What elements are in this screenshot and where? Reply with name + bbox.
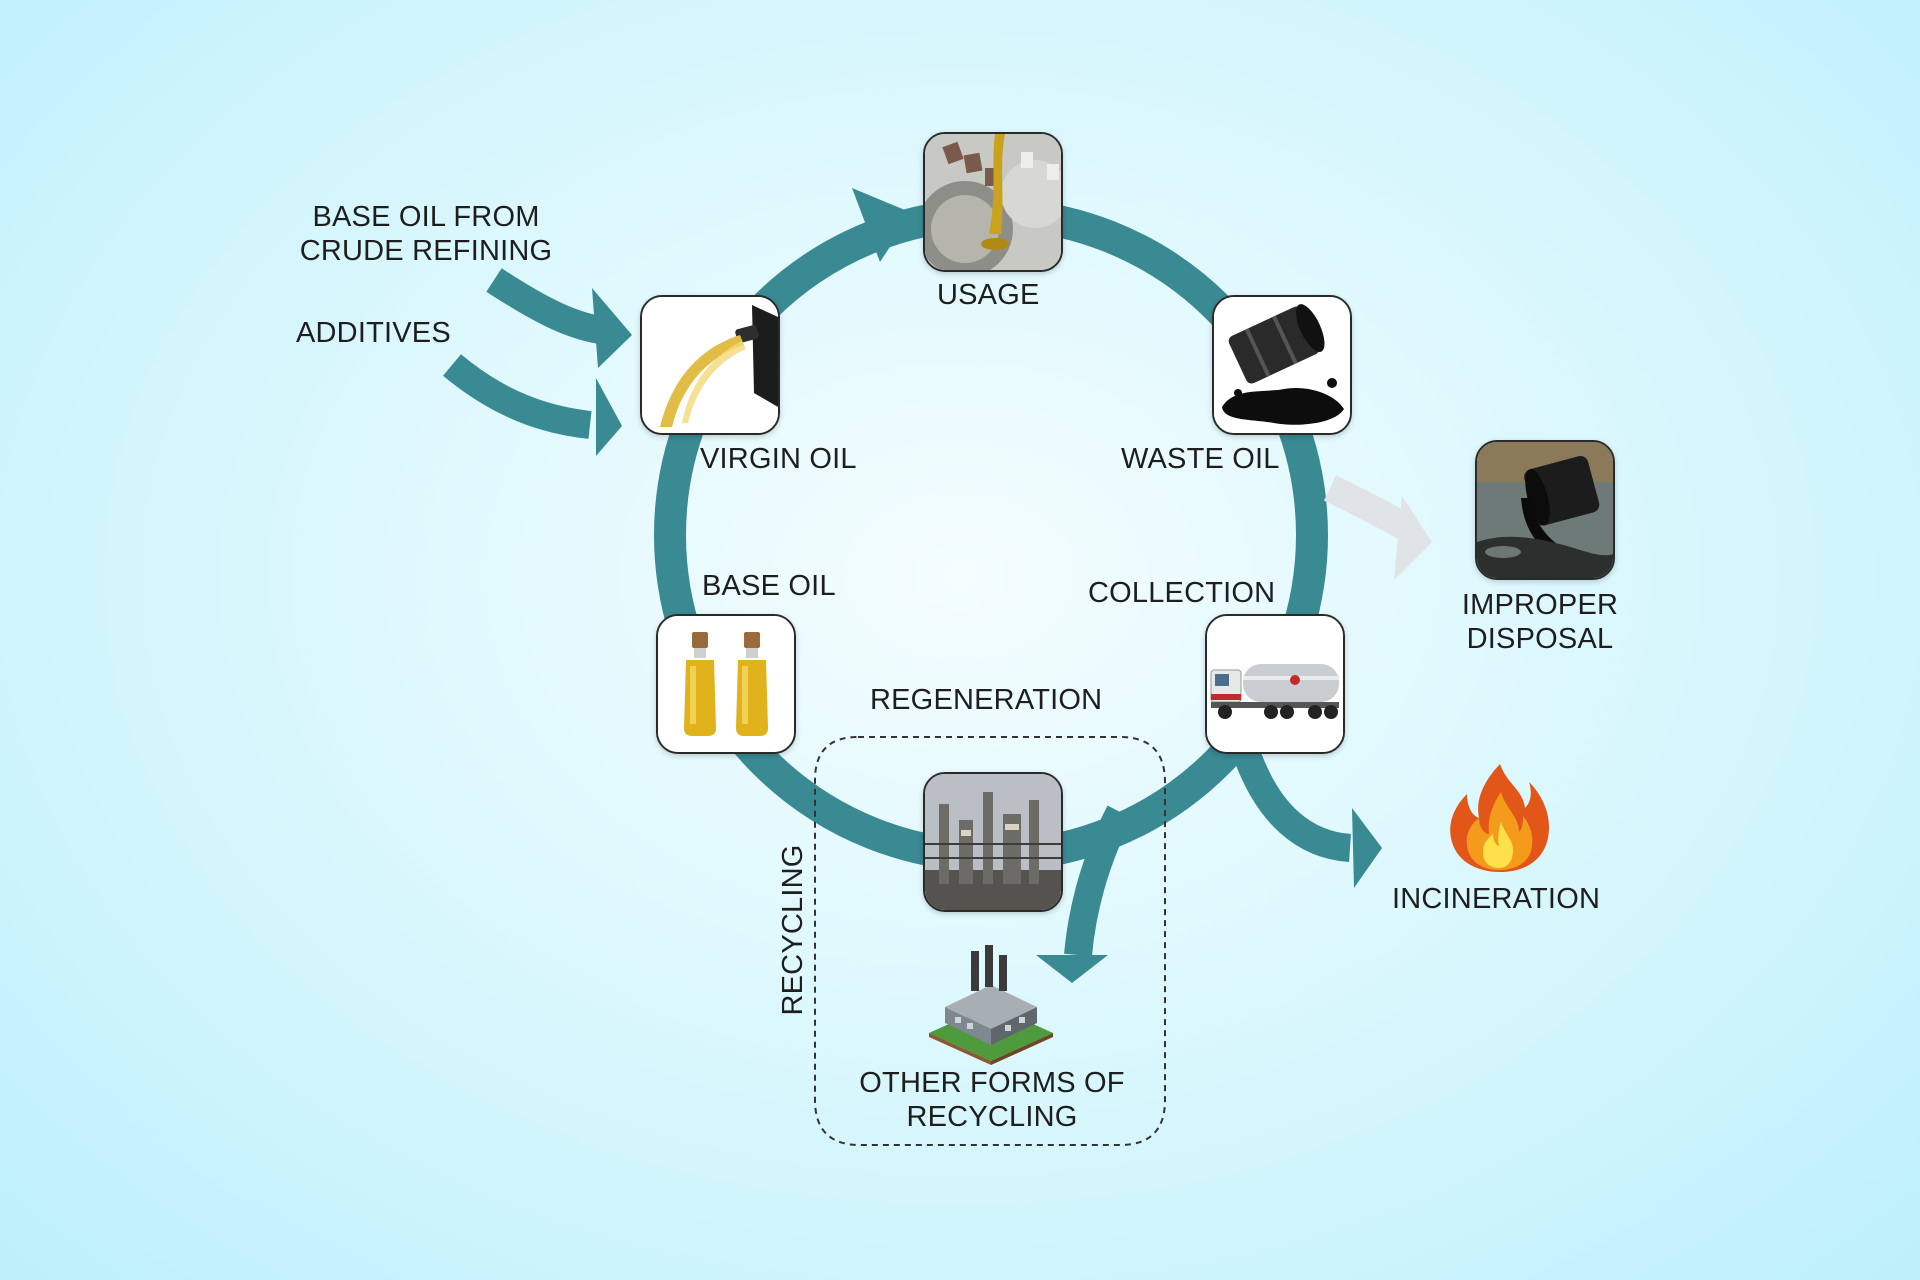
collection-tile bbox=[1205, 614, 1345, 754]
collection-label: COLLECTION bbox=[1088, 577, 1276, 609]
additives-input-arrow bbox=[443, 354, 592, 439]
other-forms-line2: RECYCLING bbox=[906, 1101, 1078, 1133]
base-oil-from-line2: CRUDE REFINING bbox=[299, 235, 553, 267]
recycling-dashed-box bbox=[814, 736, 1166, 1146]
tanker-truck-icon bbox=[1207, 616, 1343, 752]
improper-disposal-label: IMPROPER DISPOSAL bbox=[1440, 588, 1640, 656]
virgin-oil-tile bbox=[640, 295, 780, 435]
regeneration-label: REGENERATION bbox=[870, 684, 1103, 716]
base-oil-from-label: BASE OIL FROM CRUDE REFINING bbox=[290, 200, 562, 268]
polluted-barrel-icon bbox=[1477, 442, 1613, 578]
improper-disposal-arrow bbox=[1323, 475, 1418, 543]
fire-icon-graphic bbox=[1450, 764, 1549, 872]
base-oil-input-arrowhead bbox=[592, 288, 632, 368]
additives-label: ADDITIVES bbox=[296, 317, 451, 349]
factory-icon-graphic bbox=[929, 945, 1053, 1065]
refinery-icon bbox=[925, 774, 1061, 910]
virgin-oil-label: VIRGIN OIL bbox=[700, 443, 857, 475]
spilled-barrel-icon bbox=[1214, 297, 1350, 433]
waste-oil-tile bbox=[1212, 295, 1352, 435]
improper-disposal-line1: IMPROPER bbox=[1461, 589, 1619, 621]
other-forms-arrow bbox=[1064, 805, 1133, 957]
other-forms-line1: OTHER FORMS OF bbox=[859, 1067, 1125, 1099]
usage-label: USAGE bbox=[937, 279, 1040, 311]
incineration-arrow bbox=[1232, 747, 1352, 862]
regeneration-tile bbox=[923, 772, 1063, 912]
cycle-arrowhead bbox=[852, 188, 912, 262]
improper-disposal-arrowhead bbox=[1394, 496, 1432, 580]
base-oil-label: BASE OIL bbox=[702, 570, 836, 602]
pouring-oil-icon bbox=[642, 297, 778, 433]
base-oil-from-line1: BASE OIL FROM bbox=[312, 201, 540, 233]
usage-tile bbox=[923, 132, 1063, 272]
incineration-label: INCINERATION bbox=[1392, 883, 1601, 915]
recycling-vertical-label: RECYCLING bbox=[777, 844, 809, 1016]
other-forms-label: OTHER FORMS OF RECYCLING bbox=[850, 1066, 1134, 1134]
gears-oil-icon bbox=[925, 134, 1061, 270]
factory-icon bbox=[925, 945, 1057, 1065]
waste-oil-label: WASTE OIL bbox=[1121, 443, 1280, 475]
improper-disposal-line2: DISPOSAL bbox=[1466, 623, 1614, 655]
base-oil-input-arrow bbox=[486, 268, 603, 344]
additives-input-arrowhead bbox=[596, 378, 622, 456]
fire-icon bbox=[1445, 762, 1555, 874]
improper-disposal-tile bbox=[1475, 440, 1615, 580]
base-oil-tile bbox=[656, 614, 796, 754]
other-forms-arrowhead bbox=[1036, 955, 1108, 983]
incineration-arrowhead bbox=[1352, 808, 1382, 888]
oil-bottles-icon bbox=[658, 616, 794, 752]
